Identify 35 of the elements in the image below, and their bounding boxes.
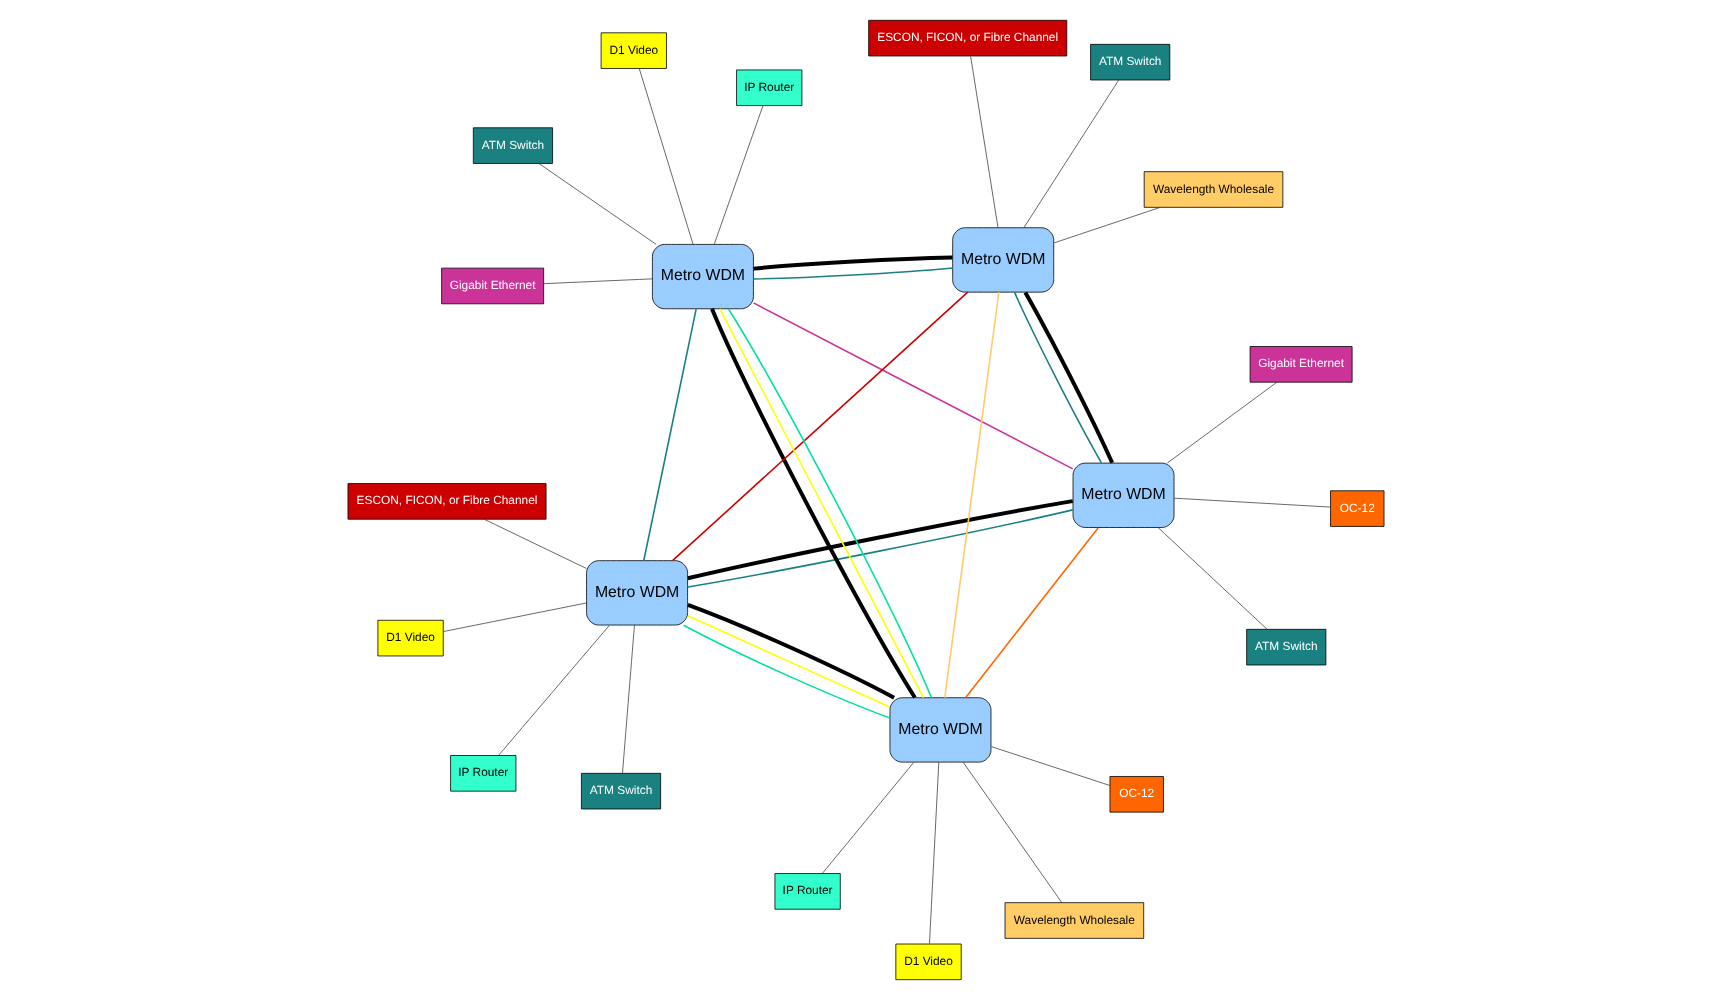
connector	[443, 602, 587, 632]
connector	[543, 278, 653, 285]
connector	[638, 68, 694, 245]
connector	[538, 163, 657, 245]
connector	[990, 746, 1111, 786]
connector	[929, 761, 940, 945]
connector	[687, 603, 896, 700]
connector	[498, 624, 610, 756]
connector	[962, 761, 1063, 903]
connector	[687, 615, 891, 708]
connector	[643, 308, 697, 562]
connector	[713, 105, 764, 245]
node-box: Metro WDM	[1072, 462, 1175, 528]
node-box: Metro WDM	[652, 244, 754, 310]
connector	[970, 55, 999, 228]
connector	[1166, 381, 1278, 464]
connector	[682, 624, 891, 719]
node-box: Metro WDM	[586, 560, 688, 626]
connector	[483, 518, 587, 569]
connector	[1053, 207, 1161, 244]
node-box: Metro WDM	[889, 697, 992, 763]
connector	[1157, 527, 1268, 630]
connector	[964, 527, 1099, 699]
connector	[752, 267, 954, 280]
connector	[944, 291, 1000, 699]
connector	[622, 624, 635, 774]
node-box: Metro WDM	[952, 227, 1055, 293]
connector	[821, 762, 915, 874]
connector	[1023, 79, 1120, 229]
connector	[1173, 497, 1331, 508]
connector	[1013, 291, 1103, 464]
connector	[1023, 291, 1114, 464]
connector	[671, 291, 969, 562]
connector	[752, 302, 1074, 470]
connector	[753, 255, 953, 271]
